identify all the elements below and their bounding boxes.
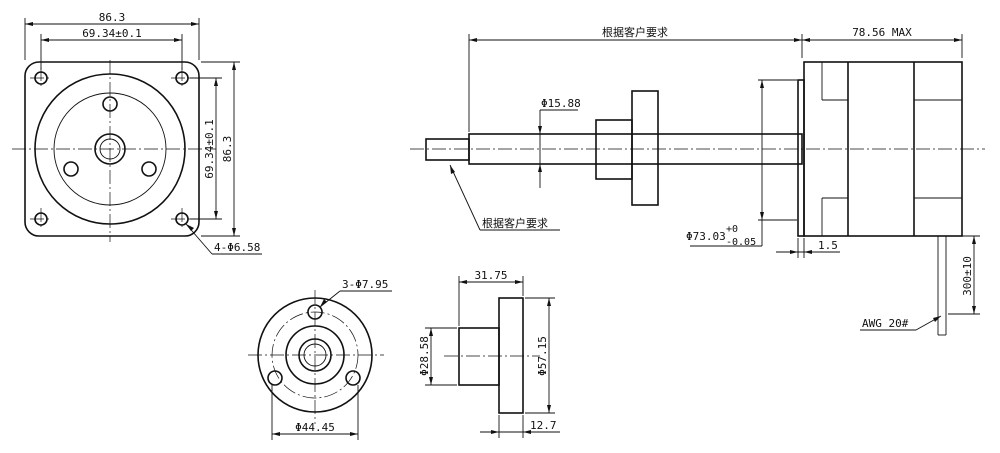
- face-hole-left: [63, 161, 79, 177]
- nut-hole-right: [345, 370, 361, 386]
- nut-front-view: 3-Φ7.95 Φ44.45: [248, 278, 392, 440]
- nut-side-body: [458, 327, 500, 386]
- dim-lead-length: 300±10: [961, 256, 974, 296]
- dim-nut-holes: 3-Φ7.95: [342, 278, 388, 291]
- dim-overall-width: 86.3: [99, 11, 126, 24]
- dim-boss-tol-upper: +0: [726, 224, 738, 235]
- face-hole-right: [141, 161, 157, 177]
- nut-flange: [631, 90, 659, 206]
- side-view: 根据客户要求 78.56 MAX Φ15.88 根据客户要求 Φ73.03 +0…: [410, 25, 985, 336]
- dim-nut-pcd: Φ44.45: [295, 421, 335, 434]
- dim-nut-length: 31.75: [474, 269, 507, 282]
- nut-side-flange: [498, 297, 524, 414]
- nut-side-view: 31.75 Φ28.58 Φ57.15 12.7: [418, 269, 560, 438]
- label-screw-end: 根据客户要求: [482, 216, 548, 230]
- motor-boss: [797, 79, 805, 237]
- dim-nut-flange-thickness: 12.7: [530, 419, 557, 432]
- dim-hole-spacing-height: 69.34±0.1: [203, 119, 216, 179]
- dim-screw-diameter: Φ15.88: [541, 97, 581, 110]
- front-view: 86.3 69.34±0.1 69.34±0.1 86.3 4-Φ6.58: [12, 11, 262, 255]
- dim-screw-length: 根据客户要求: [602, 25, 668, 39]
- dim-motor-length: 78.56 MAX: [852, 26, 912, 39]
- dim-overall-height: 86.3: [221, 136, 234, 163]
- nut-hole-left: [267, 370, 283, 386]
- nut-body: [595, 119, 633, 180]
- dim-hole-spacing-width: 69.34±0.1: [82, 27, 142, 40]
- screw-end-journal: [425, 138, 470, 161]
- dim-boss-height: 1.5: [818, 239, 838, 252]
- label-wire: AWG 20#: [862, 317, 909, 330]
- dim-boss-diameter: Φ73.03: [686, 230, 726, 243]
- dim-nut-flange-diameter: Φ57.15: [536, 336, 549, 376]
- dim-nut-body-diameter: Φ28.58: [418, 336, 431, 376]
- dim-mount-holes: 4-Φ6.58: [214, 241, 260, 254]
- dim-boss-tol-lower: -0.05: [726, 237, 756, 248]
